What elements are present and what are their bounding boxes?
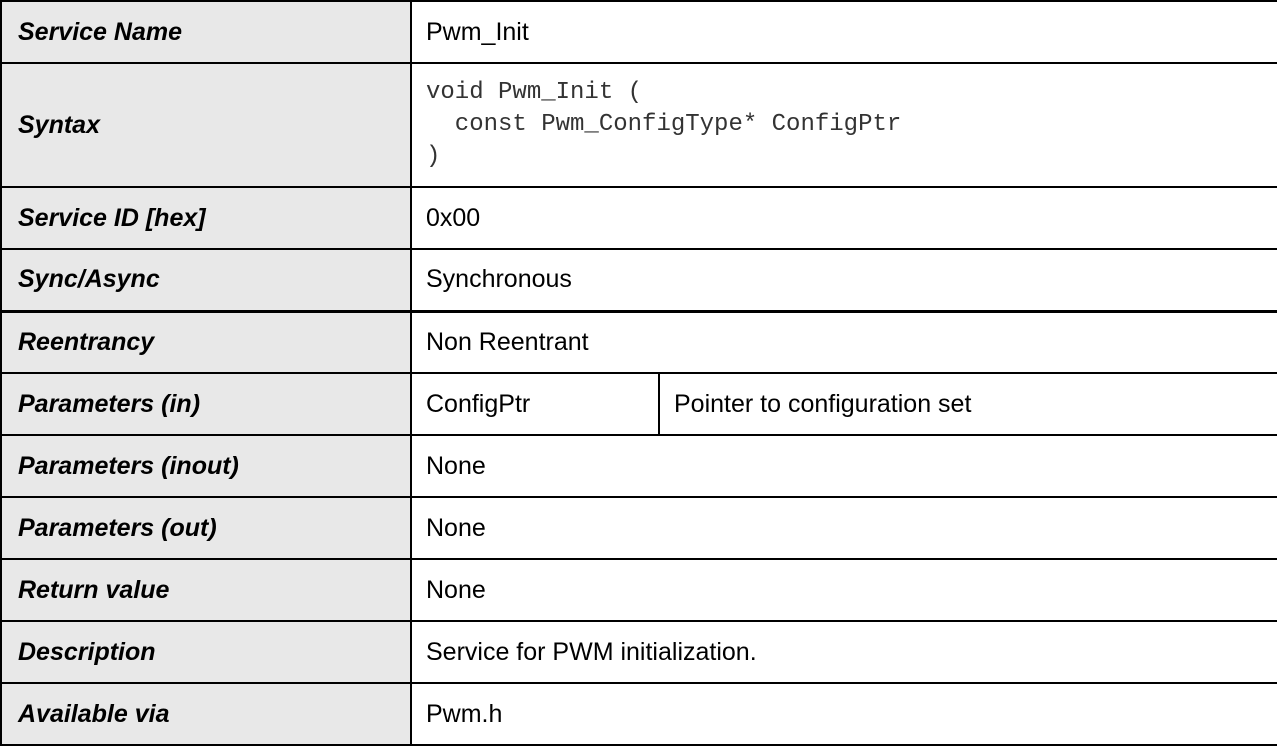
row-return-value: Return value None xyxy=(0,558,1277,622)
value-parameters-out: None xyxy=(410,496,1277,560)
syntax-line-2: const Pwm_ConfigType* ConfigPtr xyxy=(426,111,902,138)
value-service-id: 0x00 xyxy=(410,186,1277,250)
label-sync-async: Sync/Async xyxy=(0,248,412,312)
label-parameters-out: Parameters (out) xyxy=(0,496,412,560)
value-parameters-inout: None xyxy=(410,434,1277,498)
row-service-id: Service ID [hex] 0x00 xyxy=(0,186,1277,250)
value-reentrancy: Non Reentrant xyxy=(410,309,1277,374)
value-sync-async: Synchronous xyxy=(410,248,1277,312)
row-reentrancy: Reentrancy Non Reentrant xyxy=(0,309,1277,374)
label-parameters-in: Parameters (in) xyxy=(0,372,412,436)
value-available-via: Pwm.h xyxy=(410,682,1277,746)
row-parameters-out: Parameters (out) None xyxy=(0,496,1277,560)
label-service-name: Service Name xyxy=(0,0,412,64)
syntax-code-block: void Pwm_Init ( const Pwm_ConfigType* Co… xyxy=(426,77,1276,173)
row-parameters-in: Parameters (in) ConfigPtr Pointer to con… xyxy=(0,372,1277,436)
value-service-name: Pwm_Init xyxy=(410,0,1277,64)
label-service-id: Service ID [hex] xyxy=(0,186,412,250)
label-available-via: Available via xyxy=(0,682,412,746)
row-description: Description Service for PWM initializati… xyxy=(0,620,1277,684)
label-syntax: Syntax xyxy=(0,62,412,188)
row-parameters-inout: Parameters (inout) None xyxy=(0,434,1277,498)
row-syntax: Syntax void Pwm_Init ( const Pwm_ConfigT… xyxy=(0,62,1277,188)
syntax-line-1: void Pwm_Init ( xyxy=(426,79,643,106)
param-in-name: ConfigPtr xyxy=(410,372,660,436)
label-description: Description xyxy=(0,620,412,684)
row-sync-async: Sync/Async Synchronous xyxy=(0,248,1277,312)
value-syntax: void Pwm_Init ( const Pwm_ConfigType* Co… xyxy=(410,62,1277,188)
row-available-via: Available via Pwm.h xyxy=(0,682,1277,746)
label-return-value: Return value xyxy=(0,558,412,622)
row-service-name: Service Name Pwm_Init xyxy=(0,0,1277,64)
value-return-value: None xyxy=(410,558,1277,622)
label-reentrancy: Reentrancy xyxy=(0,309,412,374)
label-parameters-inout: Parameters (inout) xyxy=(0,434,412,498)
value-description: Service for PWM initialization. xyxy=(410,620,1277,684)
syntax-line-3: ) xyxy=(426,143,441,170)
param-in-description: Pointer to configuration set xyxy=(658,372,1277,436)
